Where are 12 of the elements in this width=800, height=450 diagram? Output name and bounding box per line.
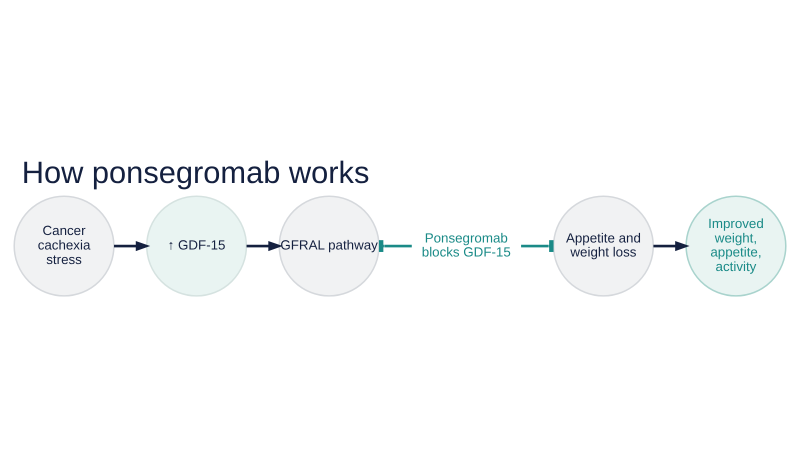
node-circle: ↑ GDF-15: [146, 195, 248, 297]
node-circle: Improved weight, appetite, activity: [685, 195, 787, 297]
arrow: [114, 241, 150, 252]
node-circle: GFRAL pathway: [278, 195, 380, 297]
connector: [521, 240, 554, 252]
node-circle: Appetite and weight loss: [552, 195, 654, 297]
arrow: [246, 241, 283, 252]
node-circle: Cancer cachexia stress: [13, 195, 115, 297]
arrow: [653, 241, 690, 252]
node-text: Ponsegromab blocks GDF-15: [422, 230, 511, 260]
diagram-title: How ponsegromab works: [22, 154, 370, 190]
connector: [378, 240, 412, 252]
